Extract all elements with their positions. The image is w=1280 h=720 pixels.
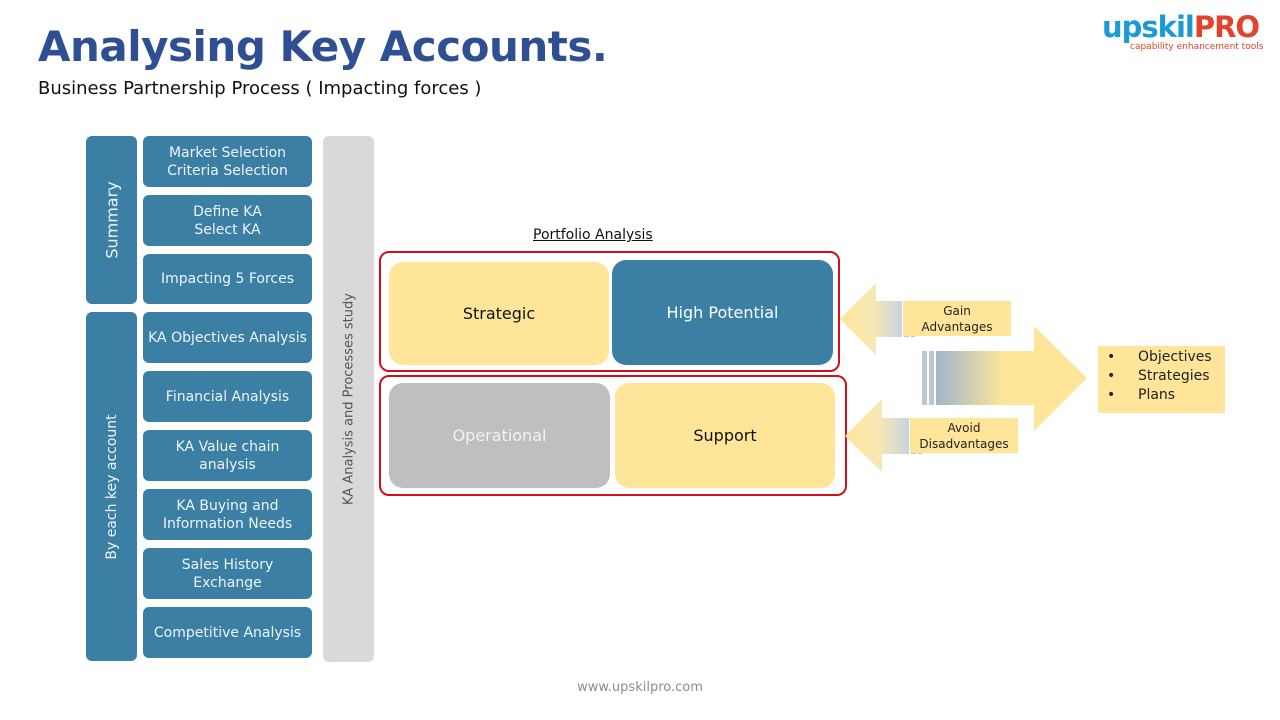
outcome-item-strategies: Strategies [1098,367,1225,386]
box-line: Impacting 5 Forces [160,271,295,287]
gain-line-2: Advantages [921,319,993,334]
box-line: Criteria Selection [167,162,288,179]
quadrant-high-potential: High Potential [612,260,833,365]
box-line: Information Needs [162,515,293,532]
outcome-item-plans: Plans [1098,386,1225,405]
quadrant-support-label: Support [693,426,757,445]
process-box-financial-analysis: Financial Analysis [143,371,312,422]
avoid-disadvantages-label: Avoid Disadvantages [910,418,1018,453]
box-line: Financial Analysis [165,388,290,405]
box-line: analysis [199,456,256,473]
logo-part-upskil: upskil [1102,10,1195,44]
quadrant-operational-label: Operational [452,426,547,445]
page-title: Analysing Key Accounts. [38,22,608,71]
top-frame [379,251,840,372]
avoid-line-2: Disadvantages [919,436,1009,451]
brand-logo: upskilPRO capability enhancement tools [1102,10,1272,58]
by-account-bar: By each key account [86,312,137,661]
process-box-impacting-forces: Impacting 5 Forces [143,254,312,304]
box-line: KA Buying and [176,497,279,514]
box-line: KA Value chain [175,438,280,455]
portfolio-analysis-label: Portfolio Analysis [533,227,653,243]
box-line: KA Objectives Analysis [148,329,307,346]
box-line: Competitive Analysis [153,624,302,641]
footer-url: www.upskilpro.com [577,680,703,695]
process-box-competitive-analysis: Competitive Analysis [143,607,312,658]
outcome-arrow [922,326,1087,431]
outcome-item-objectives: Objectives [1098,348,1225,367]
box-line: Exchange [193,574,262,591]
outcomes-list: Objectives Strategies Plans [1098,346,1225,413]
logo-tagline: capability enhancement tools [1130,42,1264,52]
quadrant-operational: Operational [389,383,610,488]
quadrant-high-potential-label: High Potential [666,303,779,322]
page-subtitle: Business Partnership Process ( Impacting… [38,78,482,99]
box-line: Define KA [193,203,262,220]
process-box-ka-objectives: KA Objectives Analysis [143,312,312,363]
process-study-bar: KA Analysis and Processes study [323,136,374,662]
box-line: Sales History [181,556,274,573]
box-line: Market Selection [168,144,287,161]
gain-line-1: Gain [943,303,971,318]
avoid-line-1: Avoid [947,420,981,435]
quadrant-strategic: Strategic [389,262,609,365]
summary-bar: Summary [86,136,137,304]
box-line: Select KA [194,221,261,238]
quadrant-strategic-label: Strategic [462,304,536,323]
logo-wordmark: upskilPRO [1102,10,1260,44]
gain-advantages-label: Gain Advantages [903,301,1011,336]
logo-part-pro: PRO [1193,10,1260,44]
quadrant-support: Support [615,383,835,488]
